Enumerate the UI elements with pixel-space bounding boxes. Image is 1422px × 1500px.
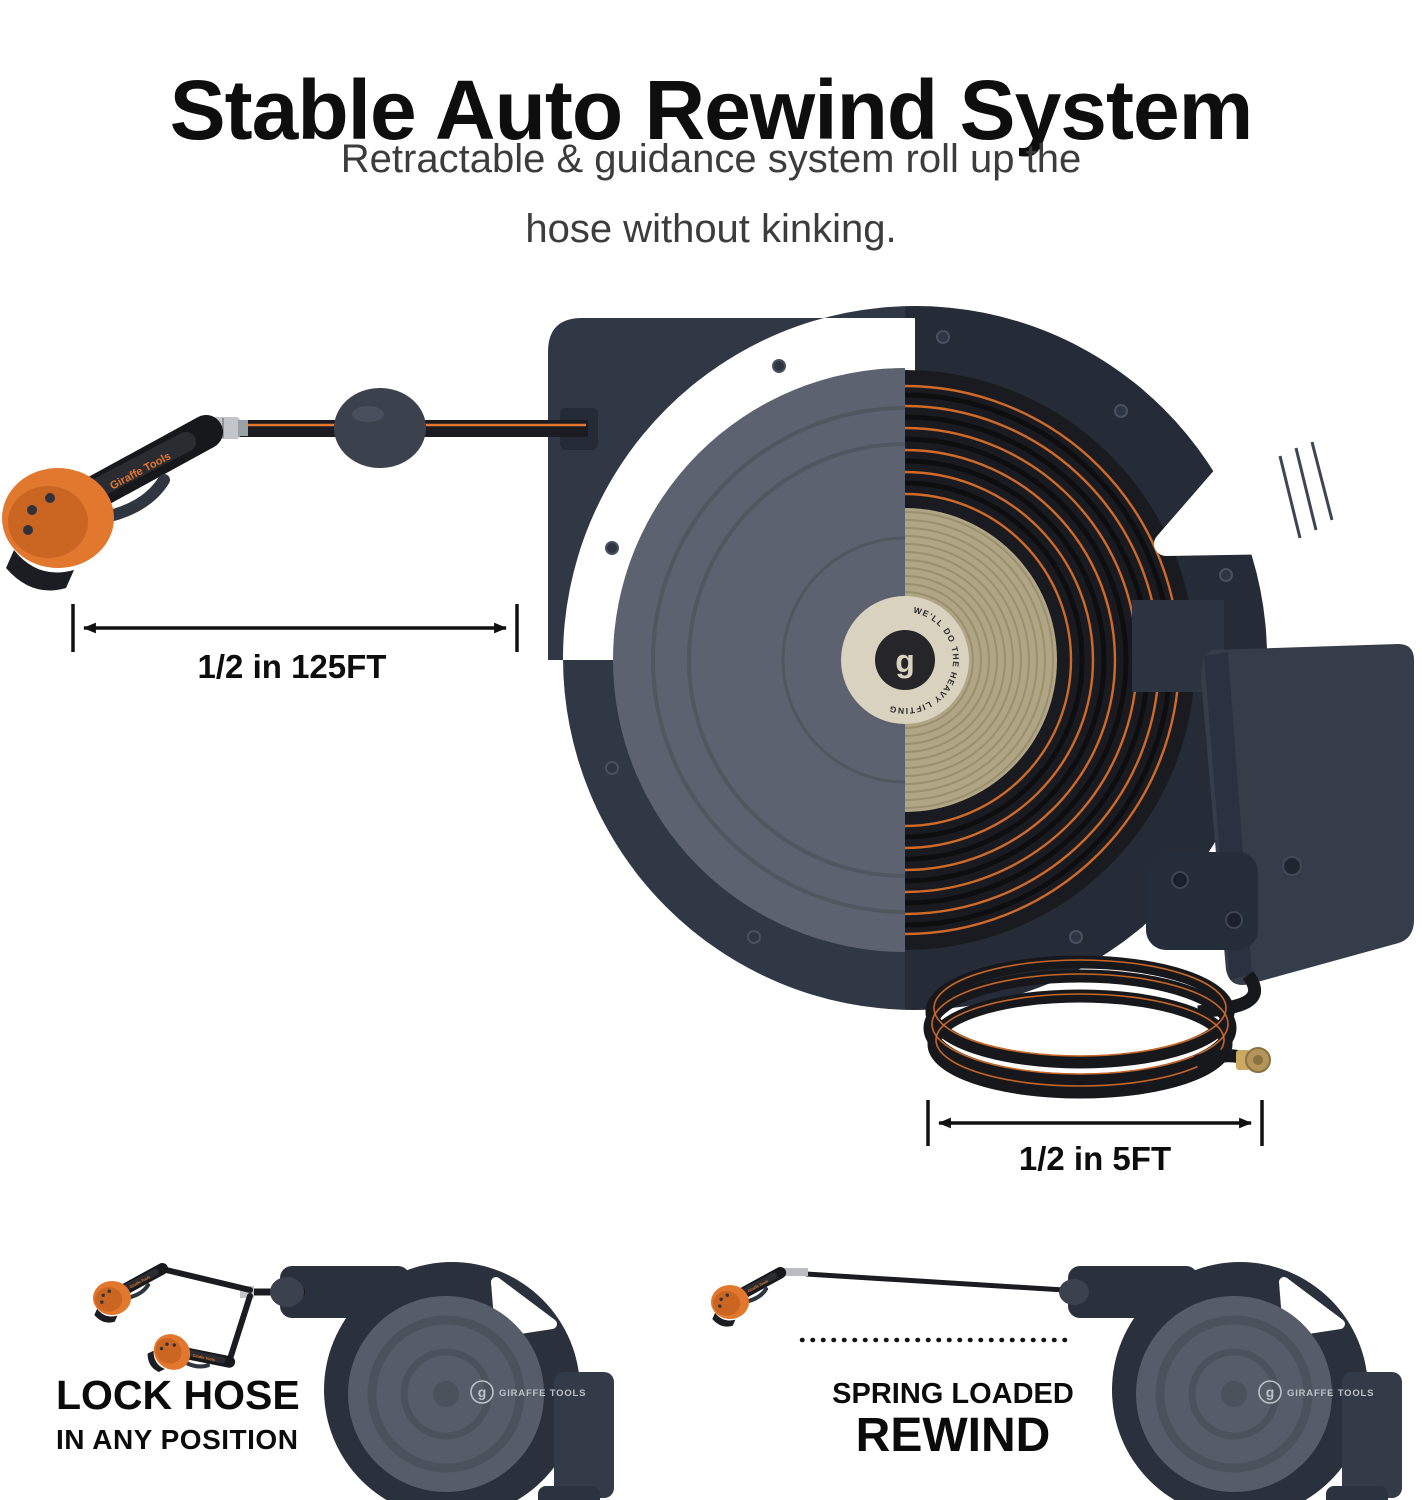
leader-hose-coil xyxy=(923,955,1271,1099)
subtitle: Retractable & guidance system roll up th… xyxy=(0,124,1422,264)
lock-feature-caption-line-1: LOCK HOSE xyxy=(56,1372,300,1418)
dimension-main-hose xyxy=(71,604,519,652)
handle-hatch xyxy=(1278,441,1334,539)
hose-guide-ball xyxy=(334,388,426,468)
feature-lock-illustration xyxy=(93,1262,614,1500)
hub-logo: WE'LL DO THE HEAVY LIFTING g xyxy=(841,596,969,724)
subtitle-line-2: hose without kinking. xyxy=(525,207,897,251)
rewind-feature-caption-line-1: SPRING LOADED xyxy=(832,1378,1074,1410)
leader-hose-length-label: 1/2 in 5FT xyxy=(1018,1140,1172,1177)
carry-handle-cutout xyxy=(1154,426,1300,556)
feature-rewind-illustration xyxy=(711,1262,1402,1500)
main-hose-length-label: 1/2 in 125FT xyxy=(197,648,387,685)
extended-hose xyxy=(2,388,598,591)
wall-bracket xyxy=(1132,600,1414,986)
giraffe-logo-mark: g xyxy=(895,643,915,679)
drum-face-left xyxy=(613,368,905,952)
subtitle-line-1: Retractable & guidance system roll up th… xyxy=(340,137,1082,181)
housing-screws xyxy=(605,330,1233,944)
lock-feature-caption-line-2: IN ANY POSITION xyxy=(56,1424,299,1455)
hose-reel-main: WE'LL DO THE HEAVY LIFTING g xyxy=(2,306,1414,1099)
rewind-feature-caption-line-2: REWIND xyxy=(855,1409,1051,1462)
page-title: Stable Auto Rewind System xyxy=(169,63,1254,158)
dimension-leader-hose xyxy=(926,1100,1264,1146)
brass-fitting xyxy=(1236,1047,1271,1073)
